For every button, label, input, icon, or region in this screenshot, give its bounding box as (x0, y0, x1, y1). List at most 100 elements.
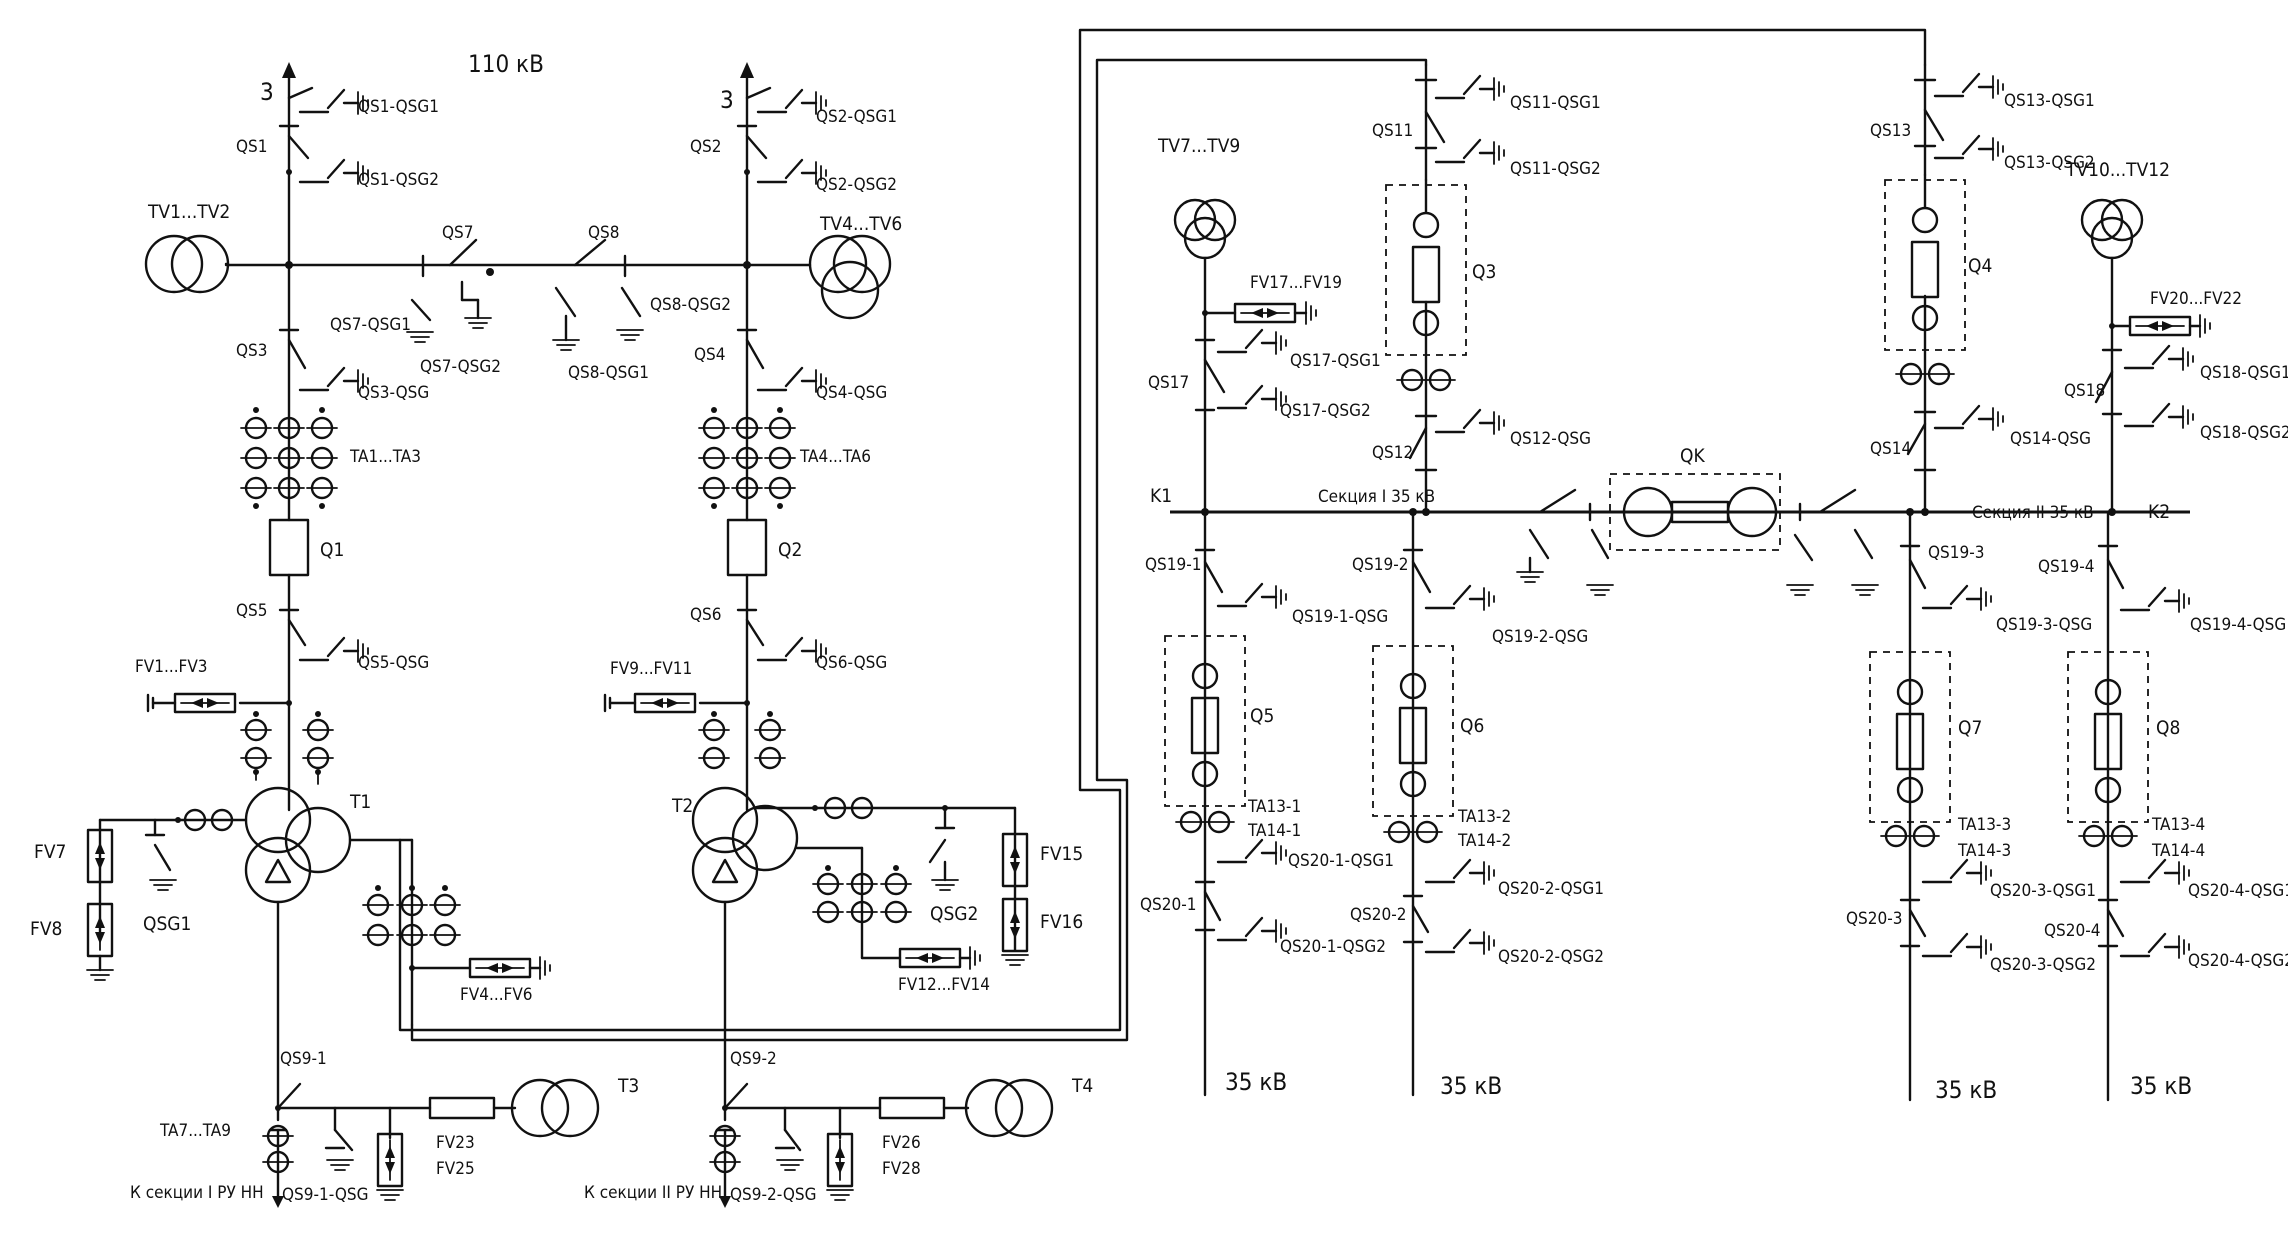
qs19-4-qsg-switch (2121, 588, 2189, 612)
fv16-arrester (1001, 897, 1029, 953)
q3-label: Q3 (1472, 261, 1496, 283)
qs20-4-qsg2-switch (2121, 934, 2189, 958)
qs11-qsg2-switch (1436, 140, 1504, 164)
ta14-1-label: TA14-1 (1247, 821, 1301, 841)
qs5-label: QS5 (236, 601, 267, 621)
qs19-4-qsg-label: QS19-4-QSG (2190, 615, 2286, 635)
q8-label: Q8 (2156, 717, 2180, 739)
fv15-label: FV15 (1040, 843, 1083, 865)
tv1-tv2-label: TV1...TV2 (147, 201, 230, 223)
qs6-qsg-label: QS6-QSG (816, 653, 887, 673)
qs19-1-label: QS19-1 (1145, 555, 1201, 575)
qs9-1-qsg-label: QS9-1-QSG (282, 1185, 368, 1205)
fv9-fv11-arrester (633, 692, 697, 714)
qs19-4-label: QS19-4 (2038, 557, 2094, 577)
fv17-fv19-label: FV17...FV19 (1250, 273, 1342, 293)
qsg1-label: QSG1 (143, 913, 191, 935)
fv20-fv22-arrester (2128, 315, 2192, 337)
qs20-1-label: QS20-1 (1140, 895, 1196, 915)
ta13-2-label: TA13-2 (1457, 807, 1511, 827)
qs18-qsg1-label: QS18-QSG1 (2200, 363, 2288, 383)
qs3-qsg-label: QS3-QSG (358, 383, 429, 403)
fv23-label: FV23 (436, 1133, 475, 1153)
ta14-3-label: TA14-3 (1957, 841, 2011, 861)
qs20-2-qsg1-label: QS20-2-QSG1 (1498, 879, 1604, 899)
qsg2-label: QSG2 (930, 903, 978, 925)
qs20-3-qsg1-label: QS20-3-QSG1 (1990, 881, 2096, 901)
k-sec1-label: К секции I РУ НН (130, 1183, 264, 1203)
fv4-fv6-label: FV4...FV6 (460, 985, 533, 1005)
qs11-label: QS11 (1372, 121, 1413, 141)
q1-breaker (268, 518, 310, 577)
t2-label: T2 (671, 795, 693, 817)
q1-label: Q1 (320, 539, 344, 561)
vt-tv1-tv2: TV1...TV2 (144, 201, 230, 294)
outgoing-feeder-2: QS19-2 QS19-2-QSG Q6 TA13-2 TA14-2 QS20-… (1350, 508, 1604, 1100)
hv-bridge-bus: QS7 QS7-QSG1 QS7-QSG2 QS8 QS8-QSG2 QS8-Q… (224, 223, 812, 383)
t1-lv-output: QS9-1 TA7...TA9 T3 FV23 FV25 К секции I … (130, 1049, 639, 1208)
t3-label: T3 (617, 1075, 639, 1097)
k2-label: K2 (2148, 501, 2170, 523)
tv10-tv12-label: TV10...TV12 (2065, 159, 2170, 181)
fv1-fv3-label: FV1...FV3 (135, 657, 208, 677)
fv12-fv14-label: FV12...FV14 (898, 975, 990, 995)
q6-label: Q6 (1460, 715, 1484, 737)
fv1-fv3-arrester (173, 692, 237, 714)
tv10-tv12-branch: TV10...TV12 FV20...FV22 QS18-QSG1 QS18 Q… (2064, 159, 2288, 516)
fv26-label: FV26 (882, 1133, 921, 1153)
outgoing-feeder-4: QS19-4 QS19-4-QSG Q8 TA13-4 TA14-4 QS20-… (2038, 510, 2288, 1102)
fv26-fv28-fuse (878, 1096, 946, 1120)
ta13-4-label: TA13-4 (2151, 815, 2205, 835)
ta14-2-label: TA14-2 (1457, 831, 1511, 851)
ta1-ta3-cts (239, 407, 339, 509)
ta4-ta6-cts (697, 407, 797, 509)
qs20-2-qsg2-label: QS20-2-QSG2 (1498, 947, 1604, 967)
fv26-fv28-arrester-v (826, 1132, 854, 1188)
line-2-label: 3 (720, 86, 734, 114)
qk-label: QK (1680, 445, 1705, 467)
qs8-qsg1-ground (552, 339, 580, 351)
ta4-ta6-label: TA4...TA6 (799, 447, 871, 467)
ta13-3-label: TA13-3 (1957, 815, 2011, 835)
qs19-3-qsg-label: QS19-3-QSG (1996, 615, 2092, 635)
qs12-qsg-switch (1436, 410, 1504, 434)
outgoing-feeder-3: QS19-3 QS19-3-QSG Q7 TA13-3 TA14-3 QS20-… (1846, 508, 2096, 1104)
qs20-1-qsg1-switch (1218, 840, 1286, 864)
qs1-qsg1-label: QS1-QSG1 (358, 97, 439, 117)
qs19-2-qsg-switch (1426, 586, 1494, 610)
incoming-line-1: 3 QS1-QSG1 QS1 QS1-QSG2 (236, 62, 439, 267)
vt-tv4-tv6: TV4...TV6 (808, 213, 902, 320)
qs17-qsg2-label: QS17-QSG2 (1280, 401, 1371, 421)
fv28-label: FV28 (882, 1159, 921, 1179)
transformer-t2: T2 FV15 FV16 QSG2 (671, 786, 1083, 1122)
qs19-1-qsg-label: QS19-1-QSG (1292, 607, 1388, 627)
qs4-label: QS4 (694, 345, 725, 365)
qs20-2-qsg1-switch (1426, 860, 1494, 884)
qk-sectional-breaker: QK (1516, 445, 1879, 596)
transformer-t1: T1 QSG1 FV7 FV8 (30, 28, 1927, 1122)
qs20-1-qsg2-switch (1218, 918, 1286, 942)
qs20-2-label: QS20-2 (1350, 905, 1406, 925)
qs20-3-qsg2-switch (1923, 934, 1991, 958)
qs13-qsg2-label: QS13-QSG2 (2004, 153, 2095, 173)
fv16-label: FV16 (1040, 911, 1083, 933)
qs18-qsg1-switch (2125, 346, 2193, 370)
outgoing-feeder-1: QS19-1 QS19-1-QSG Q5 TA13-1 TA14-1 QS20-… (1140, 510, 1394, 1097)
qs18-qsg2-label: QS18-QSG2 (2200, 423, 2288, 443)
tv4-tv6-label: TV4...TV6 (819, 213, 902, 235)
fv7-label: FV7 (34, 841, 66, 863)
q5-label: Q5 (1250, 705, 1274, 727)
qs8-qsg2-ground (616, 329, 644, 341)
qs12-label: QS12 (1372, 443, 1413, 463)
qs6-label: QS6 (690, 605, 721, 625)
qs4-qsg-label: QS4-QSG (816, 383, 887, 403)
t1-label: T1 (349, 791, 371, 813)
fv20-fv22-label: FV20...FV22 (2150, 289, 2242, 309)
q4-label: Q4 (1968, 255, 1992, 277)
fv17-fv19-arrester (1233, 302, 1297, 324)
q2-breaker (726, 518, 768, 577)
qs19-2-qsg-label: QS19-2-QSG (1492, 627, 1588, 647)
qs17-label: QS17 (1148, 373, 1189, 393)
qs13-label: QS13 (1870, 121, 1911, 141)
fv15-arrester (1001, 832, 1029, 888)
